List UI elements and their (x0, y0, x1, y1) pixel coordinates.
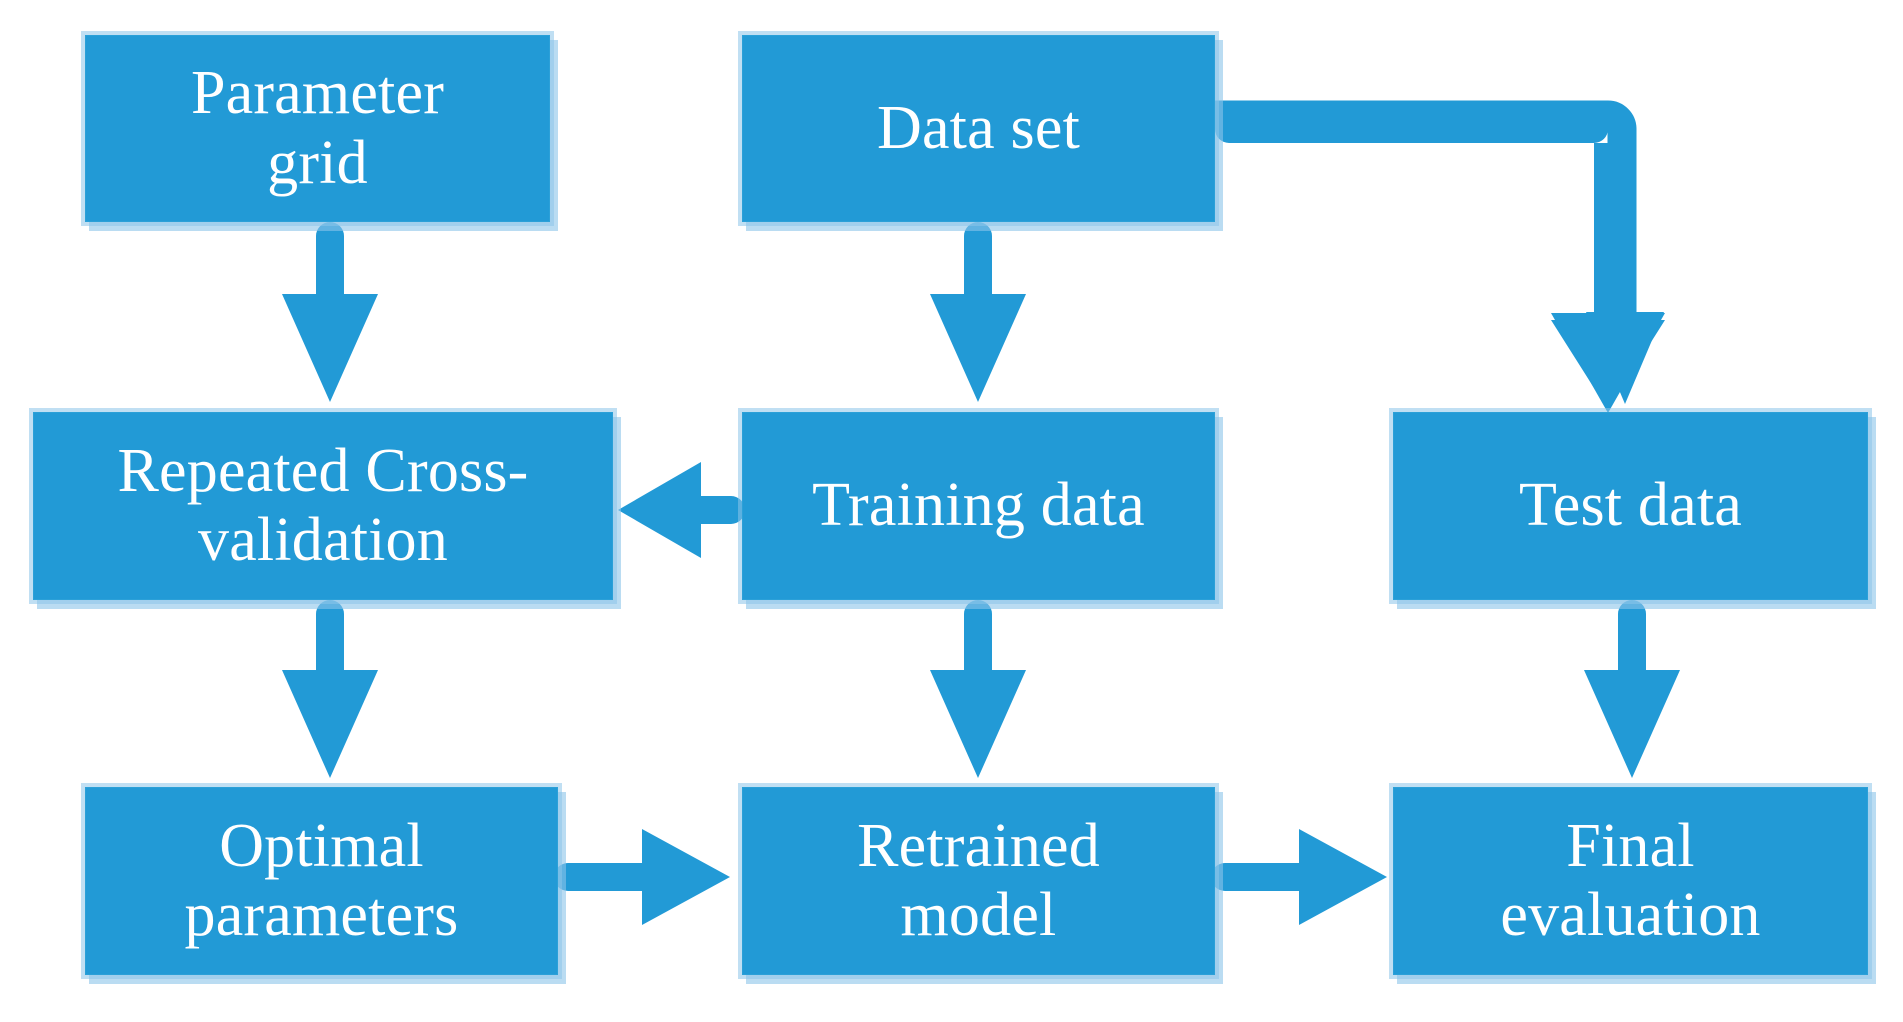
node-final-evaluation-label: Final evaluation (1500, 811, 1761, 949)
node-final-evaluation[interactable]: Final evaluation (1393, 787, 1868, 975)
node-parameter-grid[interactable]: Parameter grid (85, 35, 550, 222)
node-training-data-label: Training data (812, 471, 1145, 540)
node-data-set-label: Data set (876, 93, 1080, 162)
arrow-data-set-to-test-data (1200, 100, 1695, 420)
node-test-data-label: Test data (1519, 471, 1742, 540)
arrow-optimal-params-to-retrained-model (552, 825, 742, 935)
arrow-test-data-to-final-evaluation (1572, 600, 1692, 790)
arrow-retrained-model-to-final-evaluation (1209, 825, 1399, 935)
arrow-training-data-to-retrained-model (918, 600, 1038, 790)
arrow-repeated-cv-to-optimal-params (270, 600, 390, 790)
node-optimal-parameters-label: Optimal parameters (184, 811, 459, 949)
node-parameter-grid-label: Parameter grid (190, 59, 445, 197)
node-repeated-cross-validation[interactable]: Repeated Cross- validation (33, 412, 613, 600)
node-repeated-cross-validation-label: Repeated Cross- validation (117, 436, 529, 574)
arrow-parameter-grid-to-repeated-cv (270, 222, 390, 414)
node-data-set[interactable]: Data set (742, 35, 1215, 222)
node-training-data[interactable]: Training data (742, 412, 1215, 600)
arrow-data-set-to-training-data (918, 222, 1038, 414)
arrow-training-data-to-repeated-cv (613, 455, 745, 565)
node-optimal-parameters[interactable]: Optimal parameters (85, 787, 558, 975)
node-retrained-model-label: Retrained model (857, 811, 1100, 949)
node-test-data[interactable]: Test data (1393, 412, 1868, 600)
node-retrained-model[interactable]: Retrained model (742, 787, 1215, 975)
